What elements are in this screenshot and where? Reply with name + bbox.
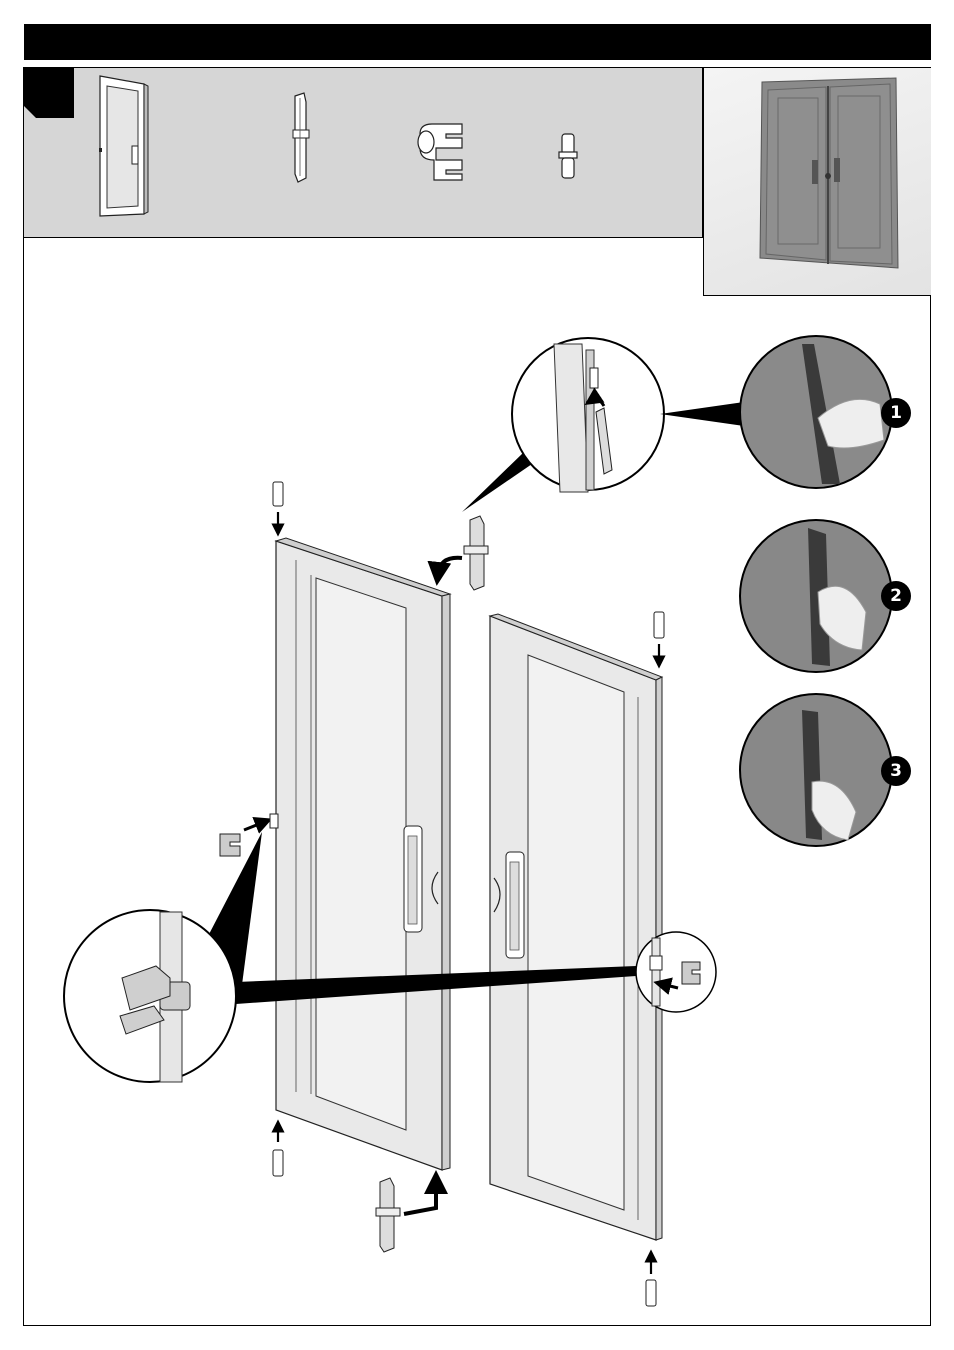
bottom-left-pin [273,1126,283,1176]
photo-step-1 [740,336,892,488]
top-right-pin [654,612,664,662]
photo-step-2 [740,520,892,672]
step-number-1: 1 [881,398,911,428]
step-number-3: 3 [881,756,911,786]
left-door [276,538,450,1170]
bottom-latch-bar [376,1178,436,1252]
photo-step-3 [740,694,892,846]
bottom-right-pin [646,1256,656,1306]
top-latch-bar [438,516,488,590]
top-latch-detail-callout [462,338,744,512]
top-left-pin [273,482,283,530]
right-door [490,614,662,1240]
left-hinge-detail-callout [64,832,262,1082]
left-hinge-clip [220,814,278,856]
step-number-2: 2 [881,581,911,611]
